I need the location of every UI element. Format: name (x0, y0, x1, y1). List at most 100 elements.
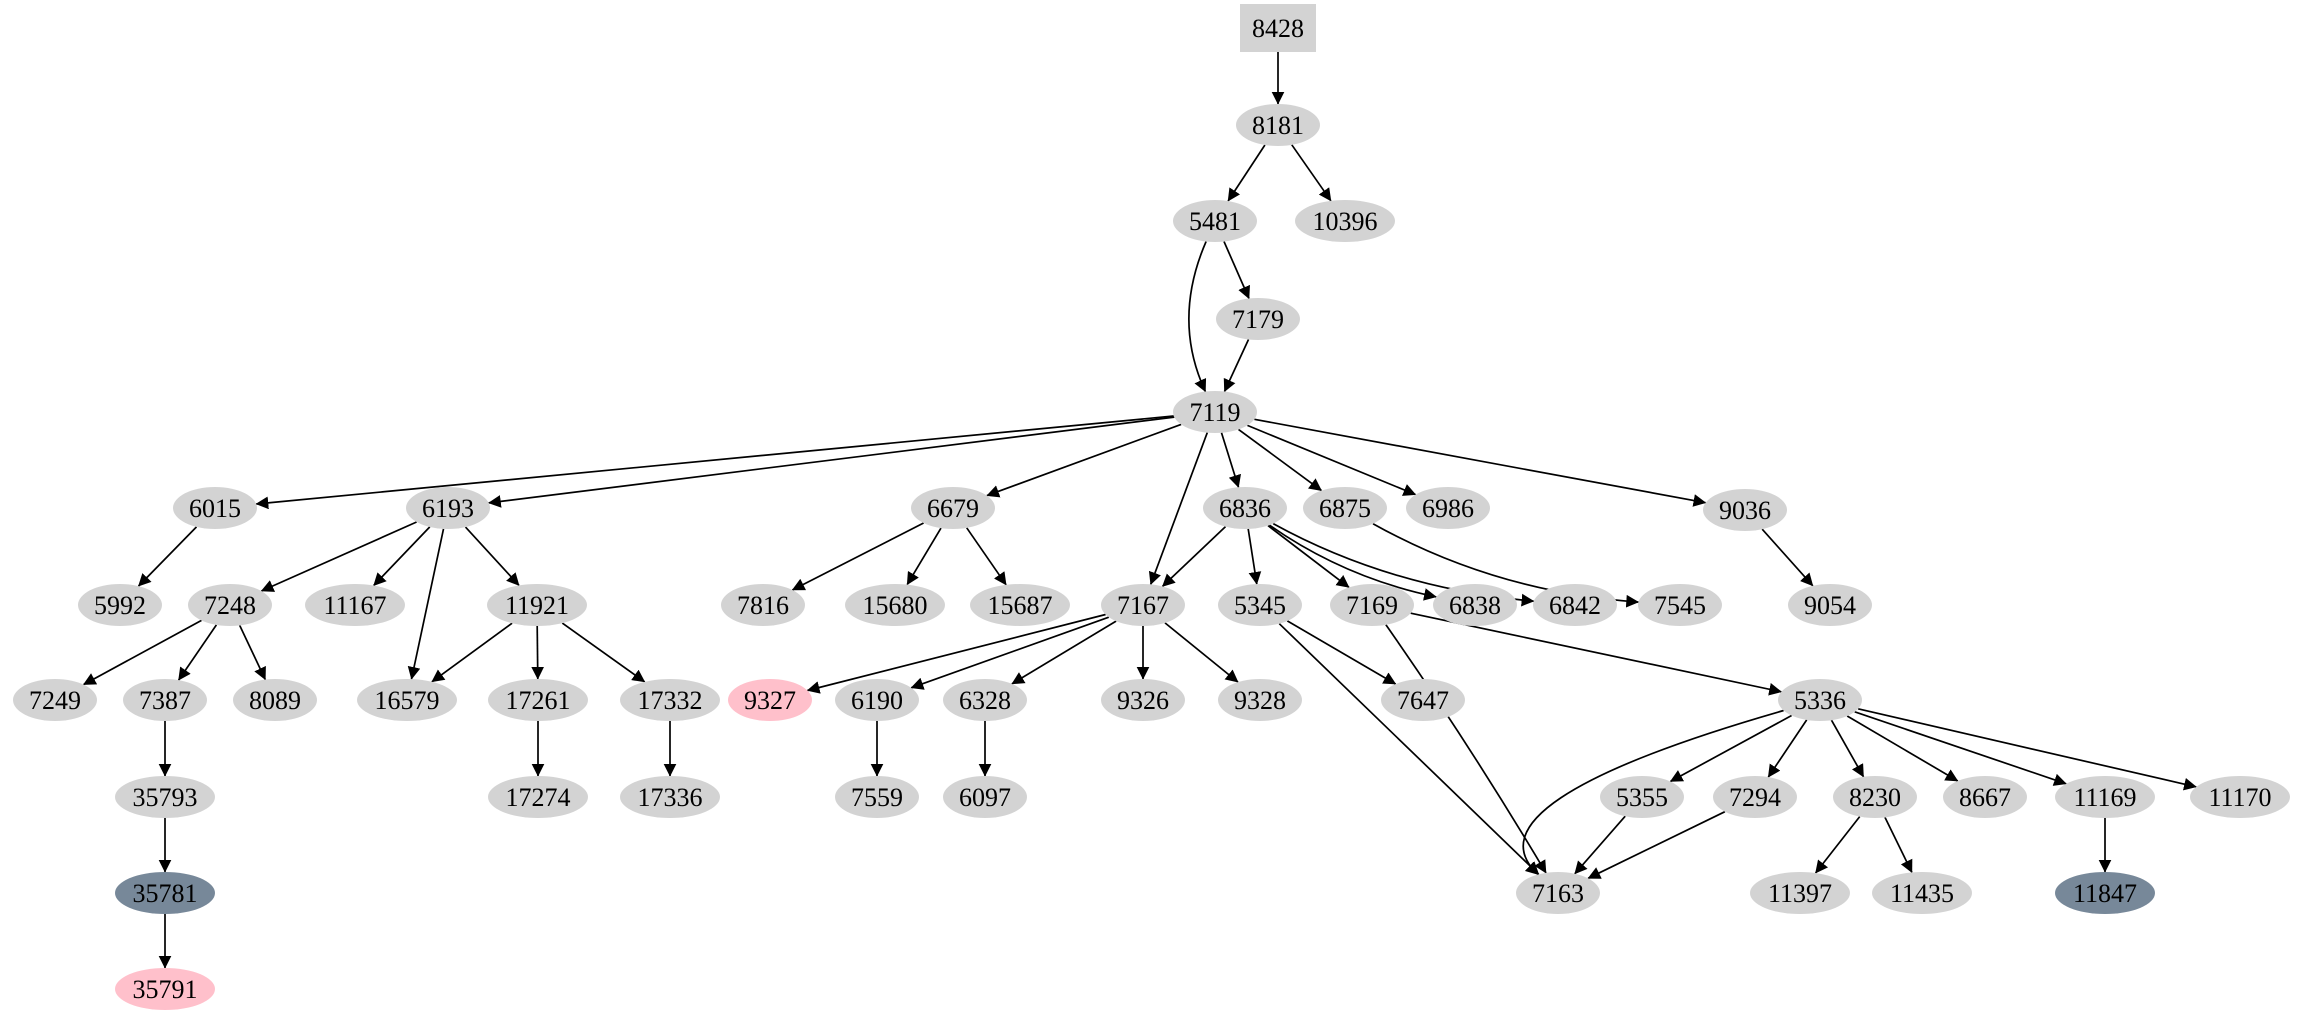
node-17336: 17336 (620, 776, 720, 818)
node-8428: 8428 (1240, 4, 1316, 52)
node-label: 35791 (133, 975, 198, 1004)
node-7169: 7169 (1330, 584, 1414, 626)
node-ellipse-shape (1788, 584, 1872, 626)
edge-5345-7163 (1278, 623, 1540, 875)
node-ellipse-shape (845, 584, 945, 626)
edge-7119-6193 (488, 416, 1175, 508)
node-label: 6190 (851, 686, 903, 715)
edge-7119-6986 (1247, 424, 1417, 496)
node-8089: 8089 (233, 679, 317, 721)
node-label: 8181 (1252, 111, 1304, 140)
node-6875: 6875 (1303, 487, 1387, 529)
node-ellipse-shape (1218, 584, 1302, 626)
node-label: 9036 (1719, 496, 1771, 525)
edge-6679-15687 (966, 527, 1007, 586)
node-11170: 11170 (2190, 776, 2290, 818)
node-label: 7163 (1532, 879, 1584, 908)
edge-6193-11921 (464, 526, 520, 586)
edge-7167-6328 (1011, 620, 1117, 685)
node-label: 6679 (927, 494, 979, 523)
node-ellipse-shape (1516, 872, 1600, 914)
node-ellipse-shape (1295, 200, 1395, 242)
node-label: 7169 (1346, 591, 1398, 620)
node-ellipse-shape (835, 679, 919, 721)
node-label: 7816 (737, 591, 789, 620)
node-label: 11167 (323, 591, 386, 620)
node-ellipse-shape (943, 776, 1027, 818)
edges-layer (82, 52, 2197, 969)
node-ellipse-shape (1872, 872, 1972, 914)
node-label: 17332 (638, 686, 703, 715)
node-label: 11397 (1768, 879, 1832, 908)
node-label: 7119 (1189, 398, 1240, 427)
node-5345: 5345 (1218, 584, 1302, 626)
node-label: 9327 (744, 686, 796, 715)
edge-7169-5336 (1410, 612, 1782, 696)
node-8181: 8181 (1236, 104, 1320, 146)
edge-7119-6679 (986, 423, 1182, 498)
node-7816: 7816 (721, 584, 805, 626)
node-ellipse-shape (1218, 679, 1302, 721)
edge-6193-7248 (260, 521, 417, 592)
edge-6836-6838 (1268, 524, 1437, 601)
node-label: 6838 (1449, 591, 1501, 620)
edge-7119-6875 (1237, 428, 1323, 492)
node-ellipse-shape (1173, 391, 1257, 433)
node-ellipse-shape (943, 679, 1027, 721)
edge-9036-9054 (1761, 528, 1814, 587)
node-box-shape (1240, 4, 1316, 52)
node-ellipse-shape (721, 584, 805, 626)
node-label: 11170 (2208, 783, 2271, 812)
node-label: 9054 (1804, 591, 1856, 620)
node-ellipse-shape (2055, 872, 2155, 914)
node-9326: 9326 (1101, 679, 1185, 721)
node-ellipse-shape (1778, 679, 1862, 721)
node-9327: 9327 (728, 679, 812, 721)
node-ellipse-shape (620, 776, 720, 818)
node-11921: 11921 (487, 584, 587, 626)
node-ellipse-shape (123, 679, 207, 721)
node-6097: 6097 (943, 776, 1027, 818)
node-label: 7387 (139, 686, 191, 715)
node-6986: 6986 (1406, 487, 1490, 529)
node-label: 15680 (863, 591, 928, 620)
node-8230: 8230 (1833, 776, 1917, 818)
edge-6836-7167 (1161, 525, 1227, 588)
node-ellipse-shape (305, 584, 405, 626)
node-label: 11921 (505, 591, 569, 620)
edge-7179-7119 (1223, 339, 1250, 393)
node-17332: 17332 (620, 679, 720, 721)
node-ellipse-shape (1713, 776, 1797, 818)
edge-5336-11169 (1854, 710, 2067, 786)
edge-11921-16579 (431, 622, 513, 683)
node-label: 5355 (1616, 783, 1668, 812)
node-ellipse-shape (1833, 776, 1917, 818)
node-label: 8667 (1959, 783, 2011, 812)
node-label: 8230 (1849, 783, 1901, 812)
node-label: 17261 (506, 686, 571, 715)
node-15687: 15687 (970, 584, 1070, 626)
node-ellipse-shape (233, 679, 317, 721)
node-label: 6097 (959, 783, 1011, 812)
edge-7119-9036 (1254, 418, 1707, 507)
node-7248: 7248 (188, 584, 272, 626)
node-16579: 16579 (357, 679, 457, 721)
node-7545: 7545 (1638, 584, 1722, 626)
node-ellipse-shape (1101, 679, 1185, 721)
node-7249: 7249 (13, 679, 97, 721)
node-7167: 7167 (1101, 584, 1185, 626)
node-6193: 6193 (406, 487, 490, 529)
node-ellipse-shape (173, 487, 257, 529)
edge-8230-11397 (1814, 816, 1861, 874)
edge-5336-7294 (1767, 719, 1808, 778)
node-9328: 9328 (1218, 679, 1302, 721)
node-6015: 6015 (173, 487, 257, 529)
edge-6836-7169 (1267, 524, 1350, 589)
node-ellipse-shape (1433, 584, 1517, 626)
node-15680: 15680 (845, 584, 945, 626)
edge-6193-16579 (407, 528, 445, 680)
node-8667: 8667 (1943, 776, 2027, 818)
node-ellipse-shape (1600, 776, 1684, 818)
edge-7119-7167 (1148, 432, 1209, 585)
node-11847: 11847 (2055, 872, 2155, 914)
